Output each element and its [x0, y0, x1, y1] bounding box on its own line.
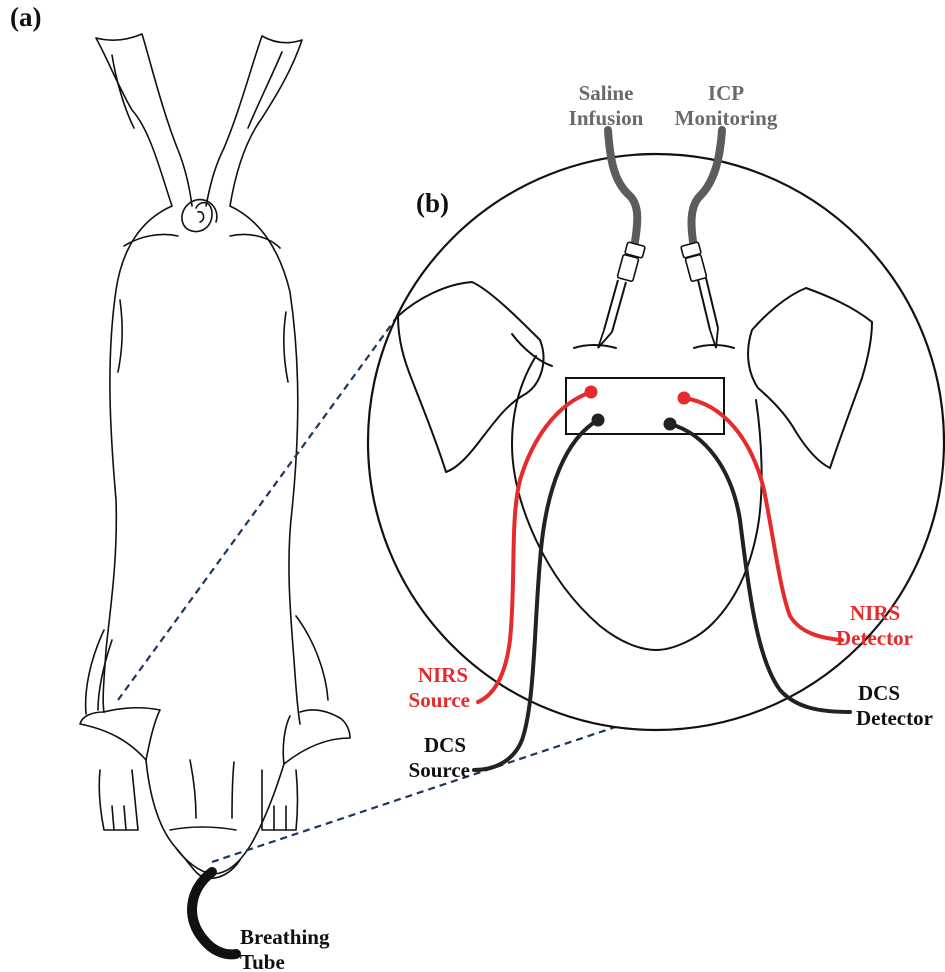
dcs-source-dot: [592, 414, 605, 427]
panel-label-b: (b): [416, 188, 449, 218]
pig-outline-top-view: [80, 34, 350, 878]
dcs-source-label-line2: Source: [409, 758, 470, 782]
saline-infusion-label-line2: Infusion: [569, 106, 644, 130]
dcs-detector-label-line2: Detector: [856, 706, 933, 730]
breathing-tube-label-line1: Breathing: [240, 925, 330, 949]
breathing-tube: [192, 872, 236, 954]
icp-monitoring-label-line2: Monitoring: [675, 106, 778, 130]
nirs-detector-label-line1: NIRS: [850, 601, 900, 625]
breathing-tube-label-line2: Tube: [240, 950, 285, 972]
nirs-source-label-line2: Source: [409, 688, 470, 712]
saline-infusion-label-line1: Saline: [579, 81, 634, 105]
nirs-source-dot: [585, 386, 598, 399]
nirs-source-label-line1: NIRS: [418, 663, 468, 687]
dcs-detector-dot: [664, 418, 677, 431]
panel-label-a: (a): [10, 2, 41, 32]
nirs-detector-dot: [678, 392, 691, 405]
dcs-detector-label-line1: DCS: [858, 681, 900, 705]
nirs-detector-label-line2: Detector: [836, 626, 913, 650]
icp-monitoring-label-line1: ICP: [708, 81, 744, 105]
dcs-source-label-line1: DCS: [424, 733, 466, 757]
